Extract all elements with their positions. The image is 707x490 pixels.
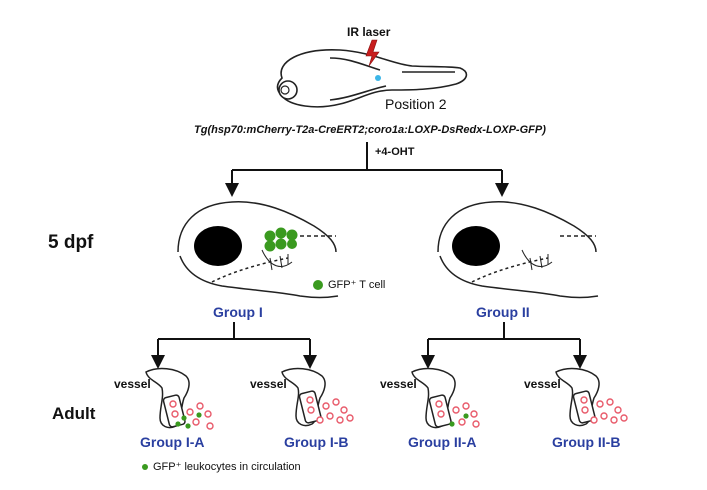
position-label: Position 2 — [385, 96, 447, 112]
larva-eye-right — [452, 226, 500, 266]
larva-eye-left — [194, 226, 242, 266]
laser-bolt-icon — [365, 39, 380, 67]
larva-head-right — [437, 201, 599, 299]
group-ia-label: Group I-A — [140, 434, 205, 450]
larva-head-left — [177, 201, 339, 299]
group-iib-label: Group II-B — [552, 434, 621, 450]
vessel-label-4: vessel — [524, 377, 561, 391]
cells-g1a — [169, 400, 214, 430]
stage-adult-label: Adult — [52, 404, 96, 423]
tree-top — [225, 142, 509, 197]
tree-bottom — [151, 322, 587, 369]
vessel-label-2: vessel — [250, 377, 287, 391]
larva-whole — [276, 49, 468, 108]
legend-tcell-label: GFP⁺ T cell — [328, 279, 386, 291]
cells-g2b — [580, 396, 628, 424]
legend-green-dot — [313, 280, 323, 290]
treatment-label: +4-OHT — [375, 146, 415, 158]
vessel-label-3: vessel — [380, 377, 417, 391]
vessel-g2a — [411, 367, 456, 429]
cells-g1b — [306, 396, 354, 424]
stage-5dpf-label: 5 dpf — [48, 232, 94, 253]
gfp-cell-cluster — [264, 227, 298, 252]
laser-spot — [375, 75, 381, 81]
vessel-label-1: vessel — [114, 377, 151, 391]
group-ib-label: Group I-B — [284, 434, 349, 450]
cells-g2a — [435, 400, 480, 428]
group-i-label: Group I — [213, 304, 263, 320]
larva-eye-inner — [280, 85, 290, 95]
genotype-label: Tg(hsp70:mCherry-T2a-CreERT2;coro1a:LOXP… — [194, 124, 546, 136]
group-iia-label: Group II-A — [408, 434, 477, 450]
legend-leukocyte-dot — [142, 464, 148, 470]
laser-label: IR laser — [347, 25, 391, 39]
legend-leukocytes-label: GFP⁺ leukocytes in circulation — [153, 461, 301, 473]
group-ii-label: Group II — [476, 304, 530, 320]
